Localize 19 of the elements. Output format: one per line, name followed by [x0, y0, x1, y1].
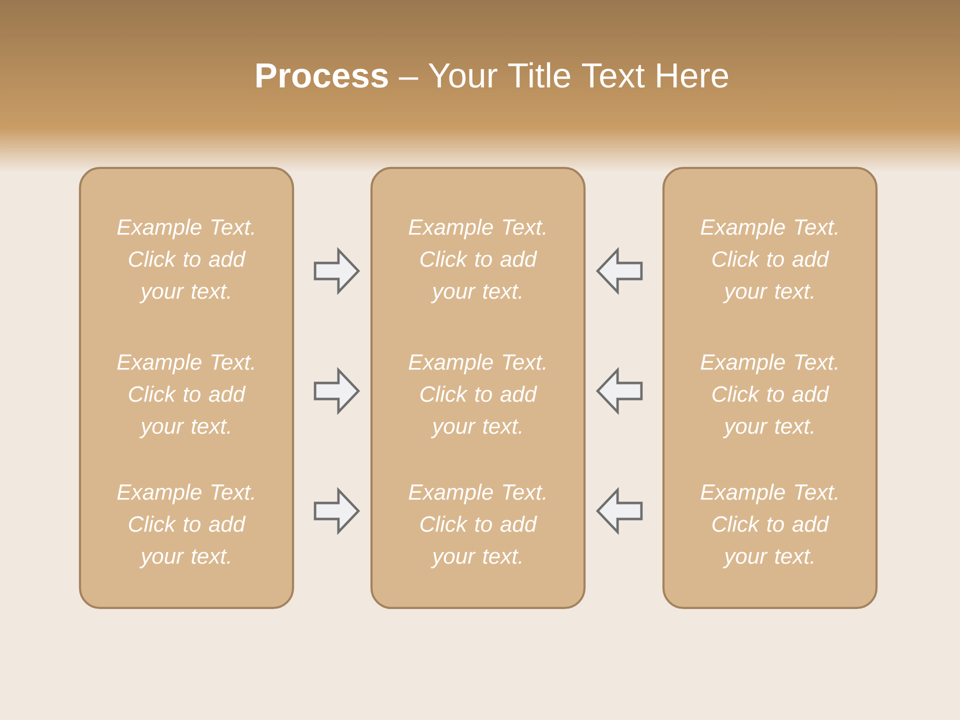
arrow	[596, 487, 643, 535]
body-text: Example Text. Click to add your text.	[408, 354, 546, 438]
arrow	[596, 247, 643, 295]
body-text: Example Text. Click to add your text.	[700, 354, 838, 438]
body-text: Example Text. Click to add your text.	[408, 484, 546, 568]
process-box	[370, 166, 586, 610]
process-box	[662, 166, 878, 610]
arrow	[314, 487, 360, 535]
arrow	[314, 247, 360, 295]
title: Process – Your Title Text Here	[256, 62, 728, 88]
process-box	[78, 166, 294, 610]
body-text: Example Text. Click to add your text.	[117, 354, 254, 438]
body-text: Example Text. Click to add your text.	[700, 484, 838, 568]
body-text: Example Text. Click to add your text.	[117, 484, 254, 568]
body-text: Example Text. Click to add your text.	[700, 218, 838, 304]
body-text: Example Text. Click to add your text.	[117, 218, 254, 304]
arrow	[314, 367, 360, 415]
arrow	[596, 367, 643, 415]
body-text: Example Text. Click to add your text.	[408, 218, 546, 304]
